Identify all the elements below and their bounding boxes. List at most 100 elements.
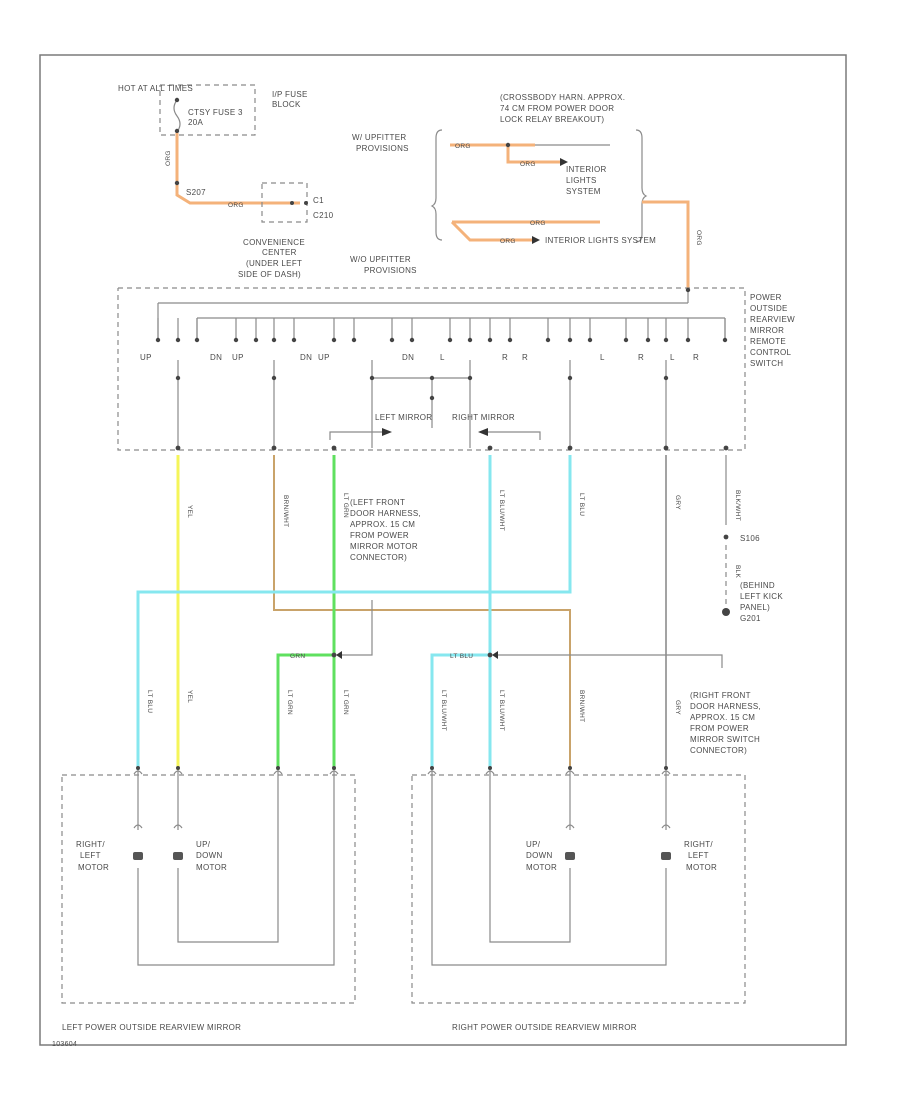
rm-lt-blu-label-2: LT BLU/WHT	[498, 690, 505, 731]
switch-output-dot	[369, 375, 375, 381]
gry-label: GRY	[674, 495, 681, 510]
blk-label: BLK	[734, 565, 741, 579]
conv-center-line3: (UNDER LEFT	[246, 259, 302, 268]
blk-wht-label: BLK/WHT	[734, 490, 741, 521]
upfitter-section: (CROSSBODY HARN. APPROX. 74 CM FROM POWE…	[350, 93, 702, 290]
switch-contact-dot	[351, 337, 357, 343]
rm-gry-label: GRY	[674, 700, 681, 715]
right-motor2-line2: LEFT	[688, 851, 709, 860]
rm-brn-wht-label: BRN/WHT	[578, 690, 585, 722]
switch-contact-dot	[291, 337, 297, 343]
right-motor1-line3: MOTOR	[526, 863, 557, 872]
left-mirror-assembly: LEFT POWER OUTSIDE REARVIEW MIRROR RIGHT…	[61, 770, 356, 1032]
switch-contact-dot	[567, 337, 573, 343]
switch-contact-dot	[663, 337, 669, 343]
right-rl-motor	[661, 824, 671, 860]
switch-contact-dot	[487, 337, 493, 343]
switch-output-dot	[271, 375, 277, 381]
switch-position-label: DN	[402, 353, 414, 362]
switch-output-dot	[467, 375, 473, 381]
right-splice-blu-label: LT BLU	[450, 653, 473, 660]
right-mirror-title: RIGHT POWER OUTSIDE REARVIEW MIRROR	[452, 1023, 637, 1032]
left-harness-line6: CONNECTOR)	[350, 553, 407, 562]
upfitter-top-label2: PROVISIONS	[356, 144, 409, 153]
left-harness-line1: (LEFT FRONT	[350, 498, 405, 507]
switch-title-4: MIRROR	[750, 326, 784, 335]
mirror-pin-dot	[332, 766, 336, 770]
switch-position-label: R	[693, 353, 699, 362]
mirror-pin-dot	[176, 766, 180, 770]
mirror-pin-dot	[430, 766, 434, 770]
lm-lt-grn-label-2: LT GRN	[342, 690, 349, 715]
switch-contact-dot	[645, 337, 651, 343]
right-harness-line3: APPROX. 15 CM	[690, 713, 755, 722]
switch-position-label: UP	[232, 353, 244, 362]
right-mirror-label: RIGHT MIRROR	[452, 413, 515, 422]
switch-title-6: CONTROL	[750, 348, 791, 357]
connector-c210: C210	[313, 211, 334, 220]
upfitter-org-label-2: ORG	[520, 161, 536, 168]
fuse-name: CTSY FUSE 3	[188, 108, 243, 117]
left-rl-motor	[133, 824, 143, 860]
upfitter-top-label1: W/ UPFITTER	[352, 133, 406, 142]
switch-contact-dot	[271, 337, 277, 343]
harness-wires: YEL BRN/WHT LT GRN LT BLU/WHT LT BLU GRY…	[136, 455, 783, 770]
mirror-connector-pins	[133, 766, 671, 775]
brn-wht-label: BRN/WHT	[282, 495, 289, 527]
right-motor2-line3: MOTOR	[686, 863, 717, 872]
upfitter-bottom-label2: PROVISIONS	[364, 266, 417, 275]
upfitter-org-riser	[642, 200, 690, 290]
fuse-block: HOT AT ALL TIMES I/P FUSE BLOCK CTSY FUS…	[118, 84, 307, 136]
right-harness-line6: CONNECTOR)	[690, 746, 747, 755]
switch-position-label: L	[440, 353, 445, 362]
mirror-pin	[329, 770, 339, 775]
right-ud-motor	[565, 824, 575, 860]
switch-title-3: REARVIEW	[750, 315, 795, 324]
switch-title-2: OUTSIDE	[750, 304, 788, 313]
switch-terminal-dot	[271, 445, 277, 451]
lm-yel-label: YEL	[186, 690, 193, 703]
switch-contact-dot	[685, 337, 691, 343]
right-harness-line5: MIRROR SWITCH	[690, 735, 760, 744]
conv-center-line4: SIDE OF DASH)	[238, 270, 301, 279]
ground-line3: PANEL)	[740, 603, 770, 612]
mirror-pin	[273, 770, 283, 775]
mirror-pin	[661, 770, 671, 775]
lt-blu-label: LT BLU	[578, 493, 585, 516]
switch-contact-dot	[409, 337, 415, 343]
left-mirror-label: LEFT MIRROR	[375, 413, 432, 422]
right-motor1-line1: UP/	[526, 840, 541, 849]
left-motor2-line2: DOWN	[196, 851, 223, 860]
interior1-line1: INTERIOR	[566, 165, 607, 174]
switch-terminal-dot	[487, 445, 493, 451]
mirror-pin	[565, 770, 575, 775]
upfitter-org-label-5: ORG	[695, 230, 702, 246]
mirror-pin	[485, 770, 495, 775]
lm-lt-blu-label: LT BLU	[146, 690, 153, 713]
connector-c1: C1	[313, 196, 324, 205]
right-harness-line2: DOOR HARNESS,	[690, 702, 761, 711]
upfitter-org-wire-4	[450, 220, 532, 242]
switch-terminal-dot	[723, 445, 729, 451]
switch-position-label: DN	[300, 353, 312, 362]
crossbody-line2: 74 CM FROM POWER DOOR	[500, 104, 614, 113]
crossbody-line1: (CROSSBODY HARN. APPROX.	[500, 93, 625, 102]
switch-position-label: L	[600, 353, 605, 362]
upfitter-bottom-label1: W/O UPFITTER	[350, 255, 411, 264]
brn-wht-wire	[273, 455, 571, 770]
right-harness-line1: (RIGHT FRONT	[690, 691, 751, 700]
upfitter-org-label-1: ORG	[455, 143, 471, 150]
switch-contact-dot	[587, 337, 593, 343]
switch-terminal-dot	[331, 445, 337, 451]
switch-position-label: L	[670, 353, 675, 362]
interior1-line2: LIGHTS	[566, 176, 597, 185]
left-motor2-line1: UP/	[196, 840, 211, 849]
mirror-control-switch: POWER OUTSIDE REARVIEW MIRROR REMOTE CON…	[117, 287, 795, 451]
splice-label: S106	[740, 534, 760, 543]
crossbody-line3: LOCK RELAY BREAKOUT)	[500, 115, 604, 124]
lm-lt-grn-label: LT GRN	[286, 690, 293, 715]
switch-position-label: R	[522, 353, 528, 362]
switch-contact-dot	[545, 337, 551, 343]
left-splice-grn-label: GRN	[290, 653, 305, 660]
